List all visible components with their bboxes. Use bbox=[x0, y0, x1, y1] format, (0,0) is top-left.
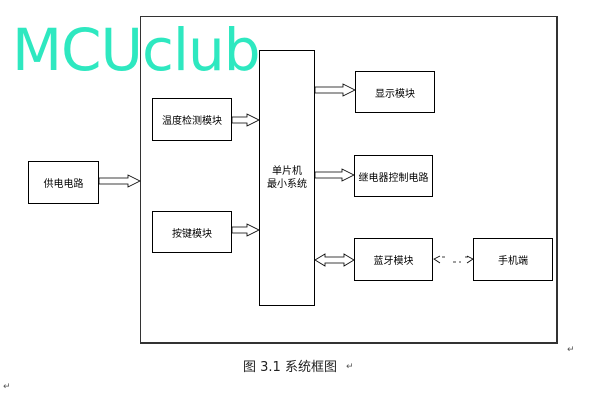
relay-block: 继电器控制电路 bbox=[354, 155, 433, 197]
dashed-wireless-link bbox=[433, 255, 474, 264]
arrow-keys-to-mcu bbox=[231, 223, 260, 237]
paragraph-mark: ↵ bbox=[346, 362, 354, 372]
wireless-dashes bbox=[442, 256, 470, 263]
arrow-power-to-system bbox=[98, 174, 141, 188]
wireless-arrowhead-right bbox=[466, 255, 474, 264]
arrow-temp-to-mcu bbox=[231, 113, 260, 127]
watermark-logo: MCUclub bbox=[12, 16, 261, 84]
keys-block: 按键模块 bbox=[152, 211, 232, 253]
wireless-arrowhead-left bbox=[433, 255, 441, 264]
paragraph-mark: ↵ bbox=[3, 382, 11, 392]
paragraph-mark: ↵ bbox=[567, 345, 575, 355]
power-block: 供电电路 bbox=[28, 161, 99, 204]
bluetooth-block: 蓝牙模块 bbox=[354, 238, 433, 281]
figure-caption: 图 3.1 系统框图 bbox=[243, 360, 337, 375]
phone-block: 手机端 bbox=[473, 238, 553, 281]
mcu-block: 单片机 最小系统 bbox=[259, 50, 315, 306]
arrow-mcu-to-relay bbox=[314, 168, 355, 182]
temp-block: 温度检测模块 bbox=[152, 98, 232, 141]
system-frame bbox=[140, 16, 558, 344]
display-block: 显示模块 bbox=[355, 71, 435, 113]
arrow-mcu-to-display bbox=[314, 83, 356, 97]
arrow-mcu-bluetooth bbox=[314, 253, 355, 267]
mcu-label-2: 最小系统 bbox=[267, 179, 307, 190]
mcu-label-1: 单片机 bbox=[272, 166, 302, 177]
